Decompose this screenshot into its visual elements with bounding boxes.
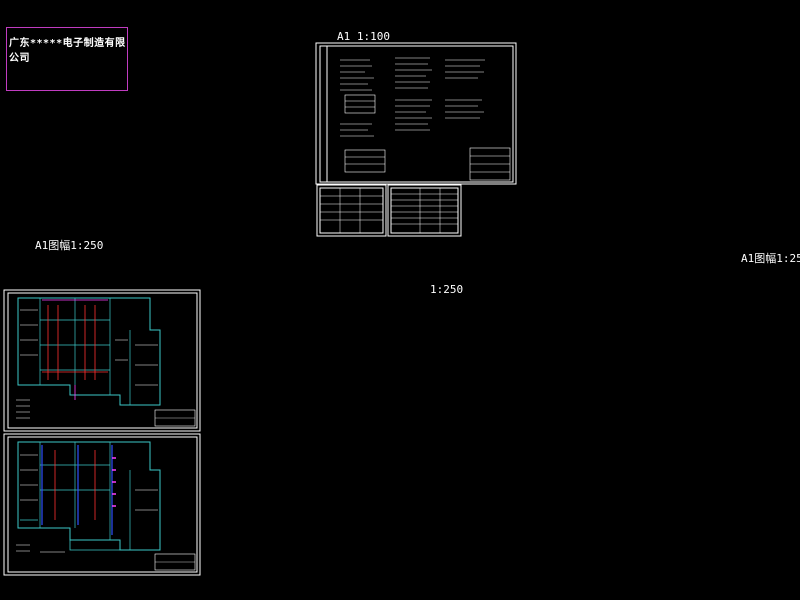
left-scale-label: A1图幅1:250 [35,239,104,252]
notes-sheet [315,42,517,185]
company-name: 广东*****电子制造有限公司 [9,38,126,64]
table-sheet-left [316,184,387,237]
title-block: 广东*****电子制造有限公司 [6,27,128,91]
table-sheet-right [387,184,462,237]
upper-sheet-label: A1 1:100 [337,30,390,43]
floor-plan-sheet-1 [3,289,201,432]
right-scale-label: A1图幅1:250 [741,252,800,265]
middle-scale-label: 1:250 [430,283,464,296]
floor-plan-sheet-2 [3,433,201,576]
